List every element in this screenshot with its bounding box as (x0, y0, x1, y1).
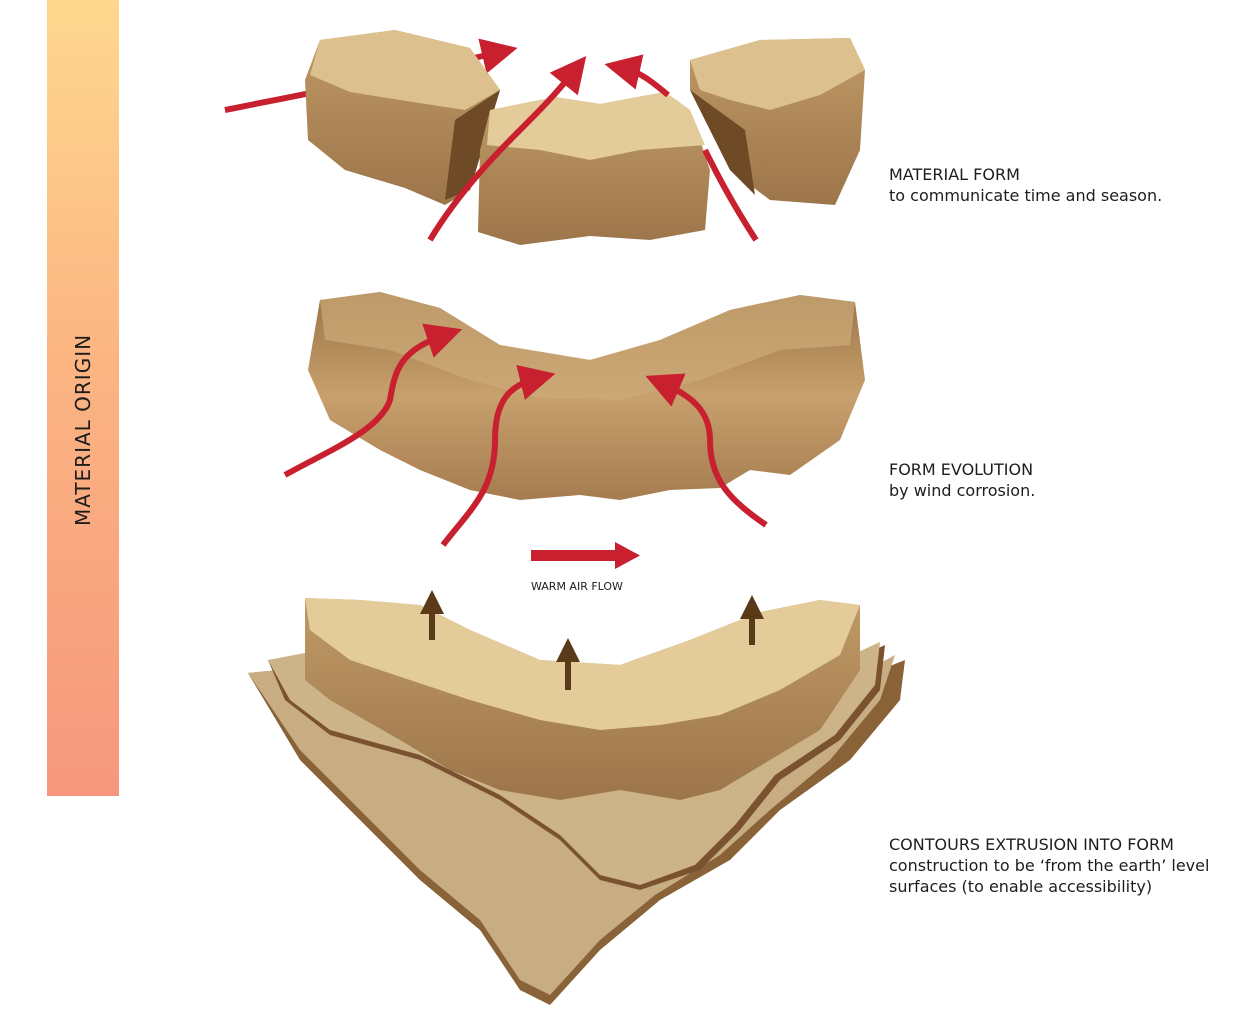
warm-air-flow-label: WARM AIR FLOW (531, 580, 623, 593)
stage2-title: FORM EVOLUTION (889, 459, 1219, 480)
stage2-rock (285, 292, 865, 545)
stage3-caption: construction to be ‘from the earth’ leve… (889, 855, 1229, 897)
stage3-label: CONTOURS EXTRUSION INTO FORM constructio… (889, 834, 1229, 897)
stage1-title: MATERIAL FORM (889, 164, 1219, 185)
stage2-caption: by wind corrosion. (889, 480, 1219, 501)
stage1-label: MATERIAL FORM to communicate time and se… (889, 164, 1219, 206)
stage3-title: CONTOURS EXTRUSION INTO FORM (889, 834, 1229, 855)
stage1-caption: to communicate time and season. (889, 185, 1219, 206)
warm-air-flow-arrow (531, 542, 640, 569)
stage3-contours (248, 598, 905, 1005)
stage1-rocks (225, 30, 865, 245)
stage2-label: FORM EVOLUTION by wind corrosion. (889, 459, 1219, 501)
